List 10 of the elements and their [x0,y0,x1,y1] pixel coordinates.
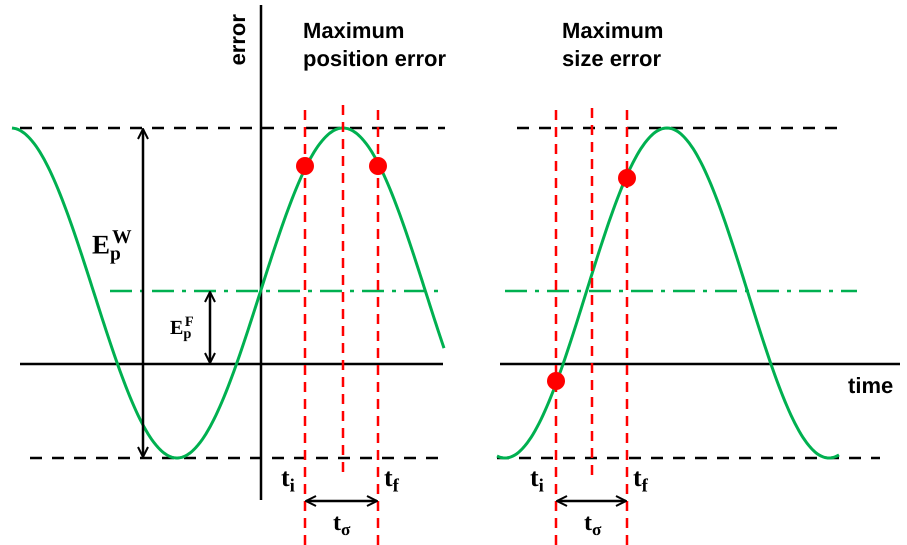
axis-label: time [848,372,894,400]
symbol-label: t$_{i}$ [530,462,544,498]
symbol-label: t$_{σ}$ [333,509,350,541]
panel-heading: Maximum size error [562,17,664,72]
symbol-label: t$_{σ}$ [584,509,602,541]
symbol-label: t$_{f}$ [384,462,399,498]
symbol-label: t$_{i}$ [281,462,295,498]
axis-label: error [224,14,251,66]
panel-heading: Maximum position error [303,17,448,72]
symbol-label: t$_{f}$ [633,462,648,498]
